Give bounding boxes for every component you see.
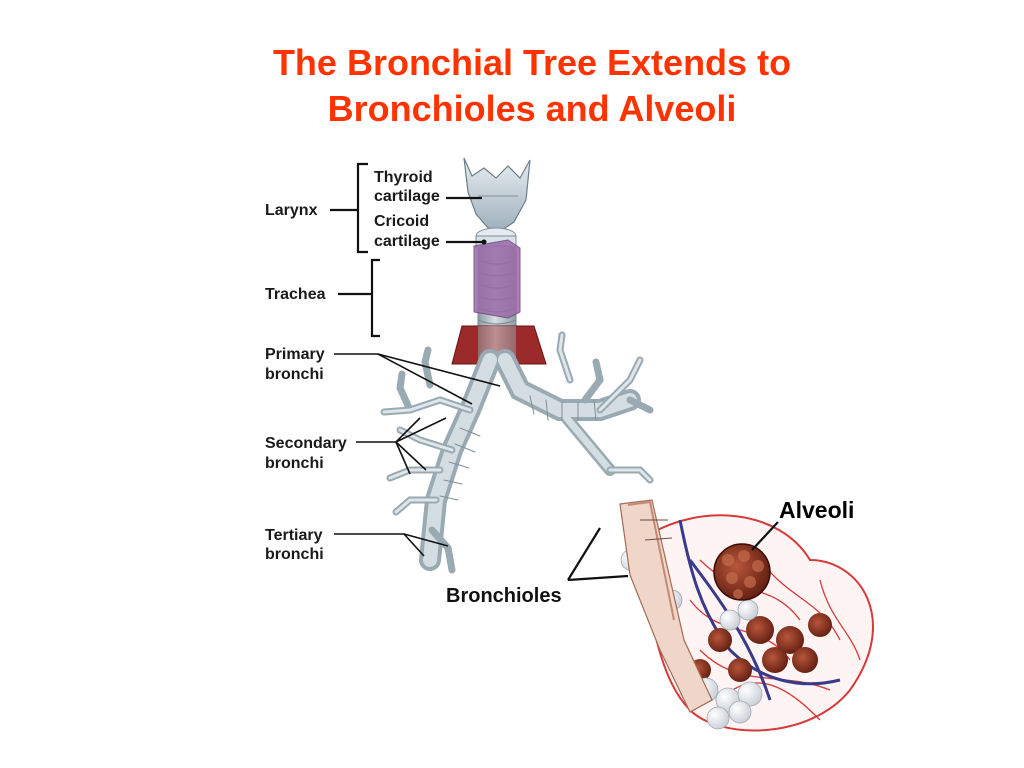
label-primary-1: Primary	[265, 346, 325, 363]
label-tertiary-2: bronchi	[265, 546, 324, 563]
diagram-labels: Larynx Thyroid cartilage Cricoid cartila…	[265, 169, 854, 607]
label-secondary-1: Secondary	[265, 435, 347, 452]
label-cricoid-1: Cricoid	[374, 213, 429, 230]
label-secondary-2: bronchi	[265, 455, 324, 472]
label-tertiary-1: Tertiary	[265, 527, 323, 544]
label-primary-2: bronchi	[265, 366, 324, 383]
label-alveoli: Alveoli	[779, 497, 854, 523]
leader-lines	[330, 162, 779, 582]
label-bronchioles: Bronchioles	[446, 585, 562, 607]
bronchial-branches	[380, 331, 654, 574]
label-cricoid-2: cartilage	[374, 233, 440, 250]
title-line-1: The Bronchial Tree Extends to	[272, 42, 792, 83]
bronchiole-tube	[619, 499, 713, 713]
cricoid-muscle-purple	[473, 239, 521, 319]
label-trachea: Trachea	[265, 286, 326, 303]
label-larynx: Larynx	[265, 202, 318, 219]
thyroid-cartilage	[463, 157, 531, 231]
alveolar-sac	[713, 543, 771, 601]
slide-title: The Bronchial Tree Extends to Bronchiole…	[0, 40, 1024, 132]
bronchiole-inset	[619, 499, 874, 732]
title-line-2: Bronchioles and Alveoli	[327, 88, 737, 129]
label-thyroid-1: Thyroid	[374, 169, 433, 186]
label-thyroid-2: cartilage	[374, 188, 440, 205]
